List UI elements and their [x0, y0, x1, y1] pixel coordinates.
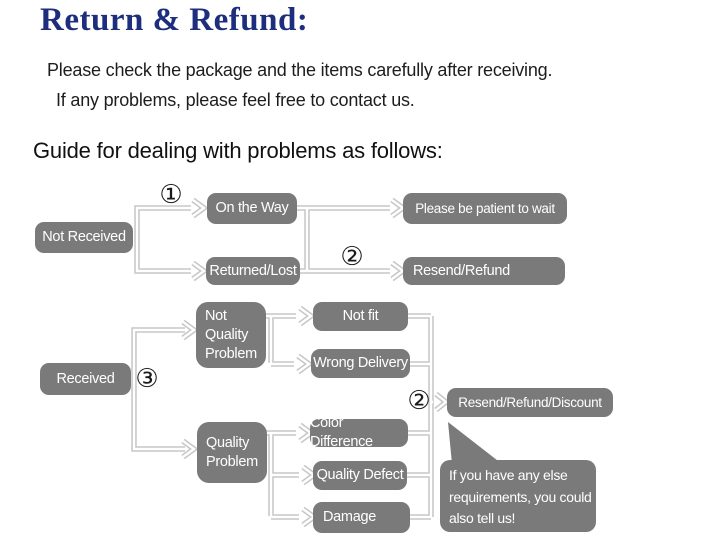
node-not-quality-problem: Not Quality Problem — [196, 302, 266, 368]
node-not-received: Not Received — [35, 222, 133, 253]
node-received: Received — [40, 363, 131, 395]
speech-bubble-tail-icon — [448, 422, 502, 464]
step-marker-2-bottom: ② — [407, 386, 431, 416]
node-resend-refund: Resend/Refund — [403, 257, 565, 285]
note-speech-bubble: If you have any else requirements, you c… — [440, 460, 596, 532]
step-marker-2-top: ② — [340, 242, 364, 272]
step-marker-1: ① — [159, 180, 183, 210]
node-quality-defect: Quality Defect — [313, 461, 407, 490]
node-on-the-way: On the Way — [207, 193, 297, 224]
node-resend-refund-discount: Resend/Refund/Discount — [447, 388, 613, 417]
node-not-fit: Not fit — [313, 302, 408, 331]
intro-line-2: If any problems, please feel free to con… — [56, 90, 415, 110]
node-color-difference: Color Difference — [310, 415, 408, 450]
guide-heading: Guide for dealing with problems as follo… — [33, 138, 443, 163]
node-wrong-delivery: Wrong Delivery — [311, 349, 410, 378]
node-returned-lost: Returned/Lost — [206, 257, 300, 285]
page-title: Return & Refund: — [40, 2, 309, 38]
node-quality-problem: Quality Problem — [197, 422, 267, 483]
node-please-be-patient: Please be patient to wait — [403, 193, 567, 224]
step-marker-3: ③ — [135, 364, 159, 394]
node-damage: Damage — [313, 502, 410, 533]
intro-line-1: Please check the package and the items c… — [47, 60, 553, 80]
